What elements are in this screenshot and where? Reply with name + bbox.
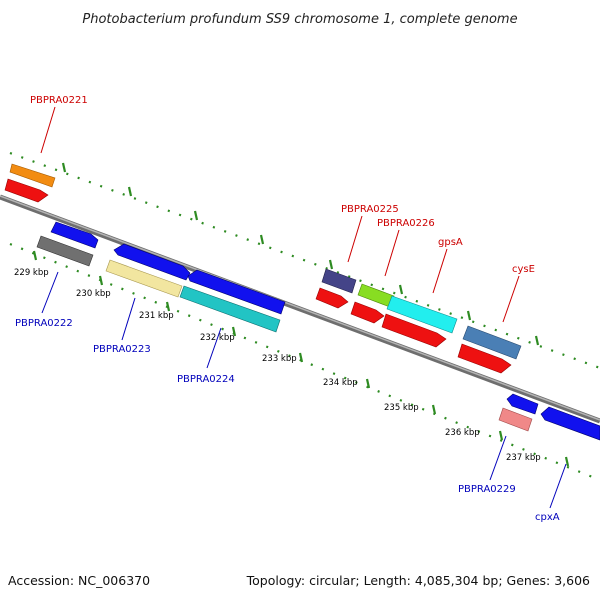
gene-label-gpsA[interactable]: gpsA <box>438 237 463 248</box>
tick-label: 229 kbp <box>14 268 49 278</box>
tick-label: 233 kbp <box>262 354 297 364</box>
tick-label: 235 kbp <box>384 403 419 413</box>
lower-major-tick <box>365 378 371 389</box>
gene-label-PBPRA0224[interactable]: PBPRA0224 <box>177 374 235 385</box>
upper-major-tick <box>328 259 334 270</box>
feature-PBPRA0221-cds[interactable] <box>9 163 56 188</box>
major-ticks <box>32 162 570 467</box>
gene-label-PBPRA0225[interactable]: PBPRA0225 <box>341 204 399 215</box>
lower-major-tick <box>298 352 304 363</box>
leader-line <box>347 215 363 263</box>
feature-PBPRA0225-gene[interactable] <box>315 287 349 309</box>
feature-PBPRA0222-cds[interactable] <box>36 235 94 267</box>
upper-major-tick <box>398 284 404 295</box>
leader-line <box>502 275 520 323</box>
tick-label: 230 kbp <box>76 289 111 299</box>
leader-line <box>121 297 136 341</box>
leader-line <box>489 435 507 481</box>
upper-major-tick <box>61 162 67 173</box>
leader-line <box>206 327 222 369</box>
gene-label-cpxA[interactable]: cpxA <box>535 512 560 523</box>
upper-major-tick <box>127 186 133 197</box>
tick-dot-tracks <box>9 151 600 482</box>
lower-major-tick <box>498 430 504 441</box>
leader-line <box>549 463 567 509</box>
chromosome-backbone-highlight <box>0 195 600 421</box>
feature-PBPRA0224-gene[interactable] <box>187 269 286 315</box>
gene-label-PBPRA0221[interactable]: PBPRA0221 <box>30 95 88 106</box>
feature-gpsA-cds[interactable] <box>386 295 458 334</box>
lower-major-tick <box>431 404 437 415</box>
chromosome-backbone <box>0 194 600 424</box>
feature-PBPRA0229-cds[interactable] <box>498 407 533 432</box>
feature-PBPRA0222-gene[interactable] <box>50 221 99 249</box>
gene-label-PBPRA0226[interactable]: PBPRA0226 <box>377 218 435 229</box>
gene-label-PBPRA0222[interactable]: PBPRA0222 <box>15 318 73 329</box>
feature-PBPRA0229-gene[interactable] <box>506 393 539 415</box>
topology-text: Topology: circular; Length: 4,085,304 bp… <box>246 573 590 588</box>
upper-tick-dots <box>9 151 600 370</box>
feature-cpxA-gene[interactable] <box>540 406 600 441</box>
tick-label: 231 kbp <box>139 311 174 321</box>
feature-PBPRA0223-cds[interactable] <box>105 259 183 298</box>
tick-label: 234 kbp <box>323 378 358 388</box>
feature-cysE-cds[interactable] <box>462 325 522 360</box>
leader-line <box>41 271 59 314</box>
forward-label-leaders <box>40 106 520 323</box>
page-title: Photobacterium profundum SS9 chromosome … <box>82 12 517 27</box>
leader-line <box>384 229 400 277</box>
reverse-label-leaders <box>41 271 567 509</box>
accession-text: Accession: NC_006370 <box>8 573 150 588</box>
feature-PBPRA0225-cds[interactable] <box>321 268 357 294</box>
lower-major-tick <box>564 456 570 467</box>
gene-label-cysE[interactable]: cysE <box>512 264 535 275</box>
forward-gene-labels: PBPRA0221 PBPRA0225 PBPRA0226 gpsA cysE <box>30 95 535 275</box>
gene-label-PBPRA0223[interactable]: PBPRA0223 <box>93 344 151 355</box>
leader-line <box>432 248 448 294</box>
upper-major-tick <box>466 310 472 321</box>
tick-label: 237 kbp <box>506 453 541 463</box>
upper-major-tick <box>193 210 199 221</box>
feature-PBPRA0224-cds[interactable] <box>179 285 281 333</box>
lower-major-tick <box>98 275 104 286</box>
upper-major-tick <box>534 335 540 346</box>
upper-major-tick <box>259 234 265 245</box>
feature-cysE-gene[interactable] <box>457 343 512 374</box>
reverse-gene-labels: PBPRA0222 PBPRA0223 PBPRA0224 PBPRA0229 … <box>15 318 560 523</box>
lower-major-tick <box>32 250 38 261</box>
feature-gpsA-gene[interactable] <box>381 313 447 348</box>
leader-line <box>40 106 56 154</box>
feature-PBPRA0226-gene[interactable] <box>350 301 385 324</box>
feature-PBPRA0221-gene[interactable] <box>4 178 49 203</box>
feature-PBPRA0226-cds[interactable] <box>357 283 395 308</box>
lower-major-tick <box>231 326 237 337</box>
feature-PBPRA0223-gene[interactable] <box>113 243 191 281</box>
gene-label-PBPRA0229[interactable]: PBPRA0229 <box>458 484 516 495</box>
forward-strand-features <box>4 163 522 374</box>
lower-major-tick <box>165 301 171 312</box>
lower-tick-dots <box>9 242 600 482</box>
scale-tick-labels: 229 kbp 230 kbp 231 kbp 232 kbp 233 kbp … <box>14 268 541 463</box>
tick-label: 236 kbp <box>445 428 480 438</box>
reverse-strand-features <box>36 221 600 441</box>
